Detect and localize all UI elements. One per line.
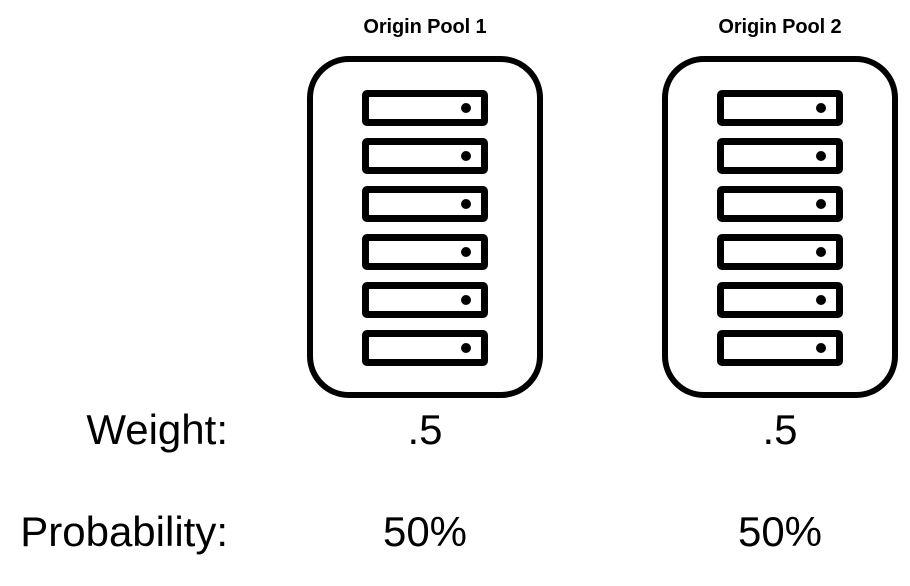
status-led-icon <box>816 199 826 209</box>
origin-pool-1-column: Origin Pool 1 <box>307 14 543 398</box>
server-icon <box>717 234 843 270</box>
origin-pool-1-probability-value: 50% <box>382 508 468 555</box>
status-led-icon <box>461 151 471 161</box>
origin-pool-1-weight-value: .5 <box>407 406 443 453</box>
server-icon <box>362 138 488 174</box>
status-led-icon <box>461 199 471 209</box>
server-icon <box>362 234 488 270</box>
origin-pool-1-title: Origin Pool 1 <box>363 16 487 38</box>
server-icon <box>717 330 843 366</box>
origin-pool-2-server-stack <box>717 90 843 366</box>
origin-pool-2-weight-value: .5 <box>762 406 798 453</box>
status-led-icon <box>816 247 826 257</box>
server-icon <box>362 90 488 126</box>
origin-pool-2-probability-value: 50% <box>737 508 823 555</box>
probability-row: Probability: 50% 50% <box>0 508 910 556</box>
status-led-icon <box>461 103 471 113</box>
origin-pool-2-column: Origin Pool 2 <box>662 14 898 398</box>
server-icon <box>717 138 843 174</box>
server-icon <box>717 186 843 222</box>
server-icon <box>717 90 843 126</box>
status-led-icon <box>816 295 826 305</box>
status-led-icon <box>461 343 471 353</box>
status-led-icon <box>816 343 826 353</box>
status-led-icon <box>816 151 826 161</box>
status-led-icon <box>461 295 471 305</box>
origin-pool-2-title: Origin Pool 2 <box>718 16 842 38</box>
origin-pool-1-container <box>307 56 543 398</box>
origin-pool-1-server-stack <box>362 90 488 366</box>
server-icon <box>362 282 488 318</box>
status-led-icon <box>816 103 826 113</box>
server-icon <box>362 330 488 366</box>
status-led-icon <box>461 247 471 257</box>
weight-row: Weight: .5 .5 <box>0 406 910 454</box>
server-icon <box>362 186 488 222</box>
weight-row-label: Weight: <box>86 406 228 453</box>
server-icon <box>717 282 843 318</box>
origin-pool-2-container <box>662 56 898 398</box>
probability-row-label: Probability: <box>20 508 228 555</box>
